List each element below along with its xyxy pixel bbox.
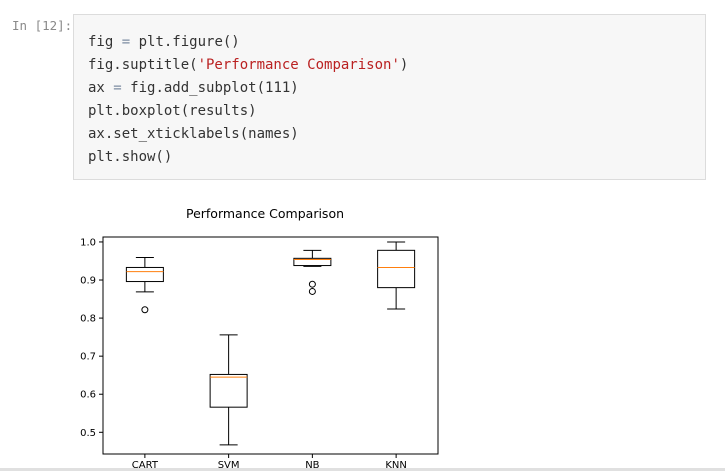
code-token: plt.show() bbox=[88, 149, 173, 165]
code-line: fig = plt.figure() bbox=[88, 33, 408, 56]
code-token: plt.boxplot(results) bbox=[88, 103, 257, 119]
code-line: ax = fig.add_subplot(111) bbox=[88, 79, 408, 102]
box-nb bbox=[293, 249, 332, 295]
x-tick-label: CART bbox=[132, 460, 159, 471]
box-iqr bbox=[293, 257, 332, 267]
x-axis: CART SVM NB KNN bbox=[132, 454, 407, 471]
box-svm bbox=[209, 334, 248, 446]
plot-area bbox=[102, 236, 439, 455]
code-token: ) bbox=[399, 57, 409, 73]
code-line: plt.show() bbox=[88, 148, 408, 171]
code-line: fig.suptitle('Performance Comparison') bbox=[88, 56, 408, 79]
outlier-point bbox=[308, 287, 316, 295]
outlier-point bbox=[141, 306, 149, 314]
code-cell-input[interactable]: fig = plt.figure()fig.suptitle('Performa… bbox=[73, 14, 706, 180]
y-tick-label: 0.6 bbox=[80, 390, 96, 401]
y-tick-label: 0.5 bbox=[80, 428, 96, 439]
x-tick-label: SVM bbox=[218, 460, 240, 471]
code-lines: fig = plt.figure()fig.suptitle('Performa… bbox=[88, 33, 408, 171]
x-tick-label: KNN bbox=[385, 460, 407, 471]
code-token: fig.suptitle( bbox=[88, 57, 198, 73]
code-line: plt.boxplot(results) bbox=[88, 102, 408, 125]
box-iqr bbox=[209, 373, 248, 408]
boxes bbox=[125, 241, 416, 446]
notebook-bottom-border bbox=[0, 468, 725, 471]
y-tick-label: 0.8 bbox=[80, 314, 96, 325]
cell-prompt: In [12]: bbox=[12, 18, 73, 33]
y-tick-label: 1.0 bbox=[80, 237, 96, 248]
boxplot-figure: Performance Comparison 0.5 0.6 0.7 0.8 0.9 1.… bbox=[80, 206, 439, 471]
outlier-point bbox=[308, 280, 316, 288]
code-token: fig.add_subplot(111) bbox=[121, 80, 299, 96]
box-knn bbox=[377, 241, 416, 310]
code-token: plt.figure() bbox=[130, 34, 240, 50]
code-token: fig bbox=[88, 34, 122, 50]
cell-output: Performance Comparison 0.5 0.6 0.7 0.8 0.9 1.… bbox=[0, 195, 725, 471]
y-tick-label: 0.9 bbox=[80, 276, 96, 287]
box-iqr bbox=[125, 266, 164, 283]
code-token: ax.set_xticklabels(names) bbox=[88, 126, 299, 142]
x-tick-label: NB bbox=[305, 460, 319, 471]
box-iqr bbox=[377, 249, 416, 289]
y-tick-label: 0.7 bbox=[80, 352, 96, 363]
code-string-token: 'Performance Comparison' bbox=[197, 57, 400, 73]
chart-title: Performance Comparison bbox=[186, 206, 344, 221]
code-operator-token: = bbox=[121, 34, 131, 50]
y-axis: 0.5 0.6 0.7 0.8 0.9 1.0 bbox=[80, 237, 103, 439]
code-token: ax bbox=[88, 80, 114, 96]
code-operator-token: = bbox=[113, 80, 122, 96]
code-line: ax.set_xticklabels(names) bbox=[88, 125, 408, 148]
box-cart bbox=[125, 257, 164, 314]
